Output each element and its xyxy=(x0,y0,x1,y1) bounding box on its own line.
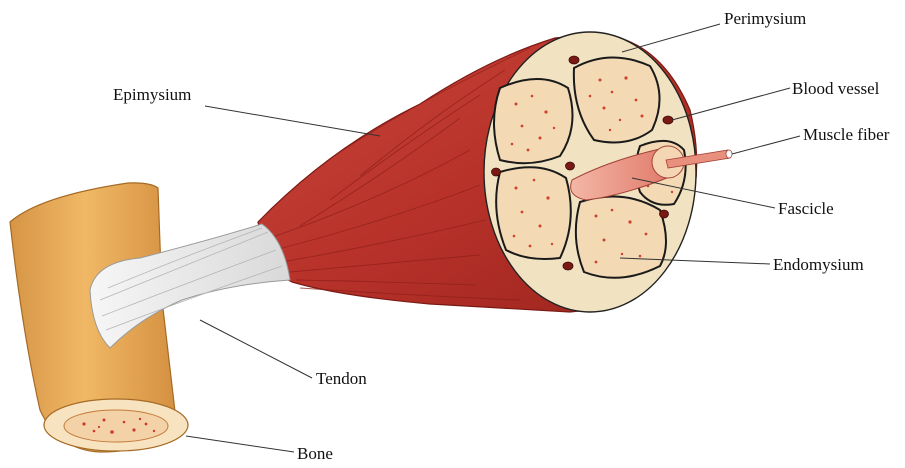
label-bone: Bone xyxy=(297,444,333,463)
label-endomysium: Endomysium xyxy=(773,255,864,274)
label-tendon: Tendon xyxy=(316,369,367,388)
label-muscle-fiber: Muscle fiber xyxy=(803,125,890,144)
muscle-fiber-tip xyxy=(726,150,732,158)
leader-epimysium xyxy=(205,106,380,136)
label-epimysium: Epimysium xyxy=(113,85,191,104)
fascicle-bottom xyxy=(576,197,666,278)
bone-marrow xyxy=(64,410,168,442)
fascicle-top xyxy=(574,57,660,142)
leader-tendon xyxy=(200,320,312,378)
label-fascicle: Fascicle xyxy=(778,199,834,218)
label-blood-vessel: Blood vessel xyxy=(792,79,880,98)
leader-bone xyxy=(186,436,294,452)
leader-perimysium xyxy=(622,24,720,52)
label-perimysium: Perimysium xyxy=(724,9,806,28)
leader-muscle-fiber xyxy=(732,136,800,154)
fascicle-left-top xyxy=(494,79,573,163)
muscle-cross-section xyxy=(484,32,732,312)
leader-blood-vessel xyxy=(672,88,790,120)
